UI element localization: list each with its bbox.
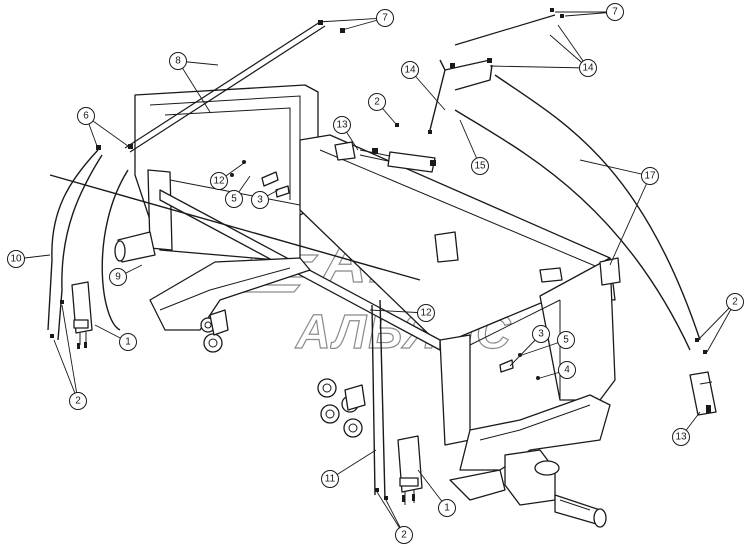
cylinder-right-lower (397, 435, 423, 505)
callout-17: 17 (641, 167, 659, 185)
svg-text:17: 17 (644, 171, 656, 182)
svg-text:3: 3 (538, 329, 544, 340)
svg-text:12: 12 (213, 176, 225, 187)
callout-12a: 12 (210, 172, 228, 190)
pivot-housing-right (449, 449, 607, 528)
svg-text:2: 2 (401, 530, 407, 541)
svg-text:7: 7 (382, 13, 388, 24)
callouts: 7 7 8 14 14 2 13 6 12 5 3 15 17 10 9 1 2… (7, 3, 744, 544)
callout-9: 9 (109, 268, 127, 286)
callout-11: 11 (321, 470, 339, 488)
callout-2c: 2 (726, 293, 744, 311)
callout-7a: 7 (376, 9, 394, 27)
svg-text:7: 7 (612, 7, 618, 18)
svg-text:1: 1 (444, 503, 450, 514)
callout-1a: 1 (119, 333, 137, 351)
callout-12b: 12 (417, 304, 435, 322)
fittings (50, 8, 707, 500)
svg-text:14: 14 (404, 65, 416, 76)
callout-3a: 3 (251, 191, 269, 209)
svg-text:5: 5 (231, 194, 237, 205)
callout-2b: 2 (69, 392, 87, 410)
callout-6: 6 (77, 107, 95, 125)
callout-10: 10 (7, 250, 25, 268)
callout-4: 4 (558, 361, 576, 379)
cylinder-top (334, 141, 436, 173)
callout-14a: 14 (401, 61, 419, 79)
svg-text:2: 2 (374, 97, 380, 108)
hoses (47, 14, 701, 501)
svg-text:10: 10 (10, 254, 22, 265)
svg-text:15: 15 (474, 161, 486, 172)
svg-text:6: 6 (83, 111, 89, 122)
svg-text:14: 14 (582, 63, 594, 74)
svg-text:4: 4 (564, 365, 570, 376)
svg-text:2: 2 (732, 297, 738, 308)
callout-14b: 14 (579, 59, 597, 77)
callout-8: 8 (169, 52, 187, 70)
callout-3b: 3 (532, 325, 550, 343)
callout-15: 15 (471, 157, 489, 175)
callout-5b: 5 (557, 331, 575, 349)
callout-7b: 7 (606, 3, 624, 21)
svg-text:9: 9 (115, 272, 121, 283)
callout-1b: 1 (438, 499, 456, 517)
callout-2a: 2 (368, 93, 386, 111)
callout-13a: 13 (333, 116, 351, 134)
svg-text:5: 5 (563, 335, 569, 346)
main-frame (134, 84, 621, 471)
rollers-center (317, 378, 366, 438)
svg-text:3: 3 (257, 195, 263, 206)
callout-13b: 13 (672, 428, 690, 446)
callout-5a: 5 (225, 190, 243, 208)
svg-text:1: 1 (125, 337, 131, 348)
svg-text:12: 12 (420, 308, 432, 319)
callout-2d: 2 (395, 526, 413, 544)
svg-text:13: 13 (675, 432, 687, 443)
svg-text:11: 11 (325, 474, 336, 485)
rollers-left (200, 309, 229, 353)
svg-text:13: 13 (336, 120, 348, 131)
pivot-shaft-left (114, 231, 156, 263)
cylinder-right (689, 371, 717, 416)
cylinder-left (71, 281, 93, 349)
svg-text:2: 2 (75, 396, 81, 407)
svg-text:8: 8 (175, 56, 181, 67)
